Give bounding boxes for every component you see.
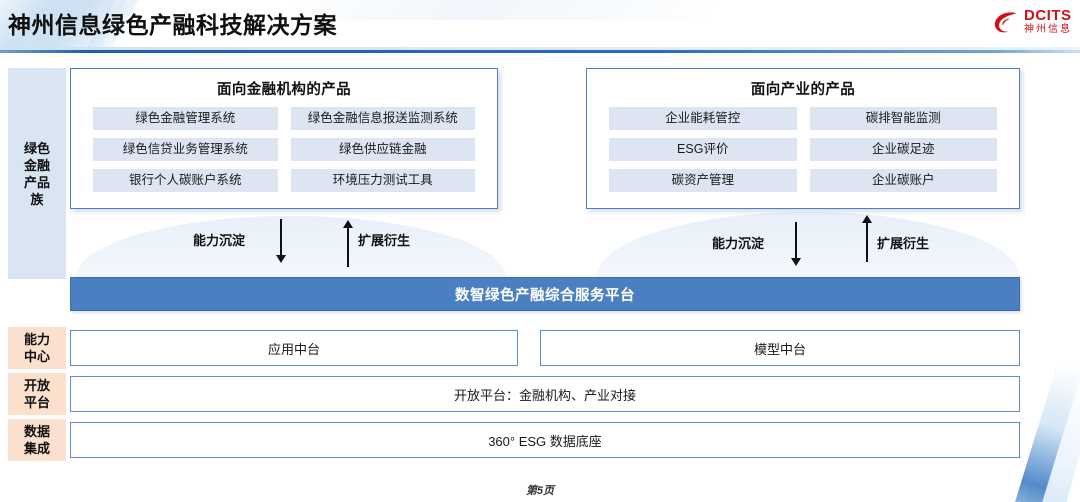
flow-label-capability-precipitation-left: 能力沉淀 (193, 233, 246, 248)
flow-arrow-up-right-line (866, 222, 868, 262)
open-platform-row[interactable]: 开放平台：金融机构、产业对接 (70, 376, 1020, 412)
panel-financial-products-title: 面向金融机构的产品 (216, 82, 352, 98)
platform-bar-label: 数智绿色产融综合服务平台 (455, 287, 635, 304)
panel-industry-products-grid: 企业能耗管控 碳排智能监测 ESG评价 企业碳足迹 碳资产管理 企业碳账户 (587, 99, 1019, 192)
logo-text-cn: 神州信息 (1024, 24, 1072, 35)
sidebar-item-open-platform-label: 开放 平台 (23, 378, 50, 410)
data-base-row[interactable]: 360° ESG 数据底座 (70, 422, 1020, 458)
product-item[interactable]: 银行个人碳账户系统 (93, 169, 278, 192)
product-item[interactable]: 企业碳足迹 (809, 138, 997, 161)
panel-industry-products: 面向产业的产品 企业能耗管控 碳排智能监测 ESG评价 企业碳足迹 碳资产管理 … (586, 68, 1020, 209)
panel-financial-products: 面向金融机构的产品 绿色金融管理系统 绿色金融信息报送监测系统 绿色信贷业务管理… (70, 68, 498, 209)
flow-label-capability-precipitation-right: 能力沉淀 (712, 236, 765, 251)
header-divider-soft (0, 47, 1080, 50)
product-item[interactable]: 碳排智能监测 (809, 107, 997, 130)
dcits-swoosh-icon (993, 10, 1019, 34)
capability-center-app-midend[interactable]: 应用中台 (70, 330, 518, 366)
page-number: 第5页 (525, 485, 555, 497)
flow-arrow-down-left-head (276, 255, 286, 263)
page-title: 神州信息绿色产融科技解决方案 (8, 12, 337, 38)
logo-text-en: DCITS (1024, 7, 1072, 24)
product-item[interactable]: 绿色信贷业务管理系统 (93, 138, 278, 161)
sidebar-item-capability-center[interactable]: 能力 中心 (8, 327, 66, 369)
flow-arrow-down-right-line (795, 222, 797, 262)
header-divider (0, 50, 1080, 53)
flow-label-expansion-derivation-right: 扩展衍生 (877, 236, 930, 251)
data-base-row-label: 360° ESG 数据底座 (488, 433, 602, 449)
logo-wordmark: DCITS 神州信息 (1024, 8, 1072, 35)
flow-label-expansion-derivation-left: 扩展衍生 (358, 233, 411, 248)
capability-center-model-midend[interactable]: 模型中台 (540, 330, 1020, 366)
slide-header: 神州信息绿色产融科技解决方案 DCITS 神州信息 (0, 0, 1080, 50)
brand-logo: DCITS 神州信息 (993, 8, 1072, 35)
product-item[interactable]: 环境压力测试工具 (290, 169, 475, 192)
sidebar-item-data-integration-label: 数据 集成 (23, 424, 50, 456)
product-item[interactable]: 绿色金融信息报送监测系统 (290, 107, 475, 130)
flow-arrow-up-left-line (347, 227, 349, 267)
flow-arrow-down-left-line (280, 219, 282, 259)
sidebar-item-open-platform[interactable]: 开放 平台 (8, 373, 66, 415)
capability-center-model-midend-label: 模型中台 (753, 341, 806, 357)
product-item[interactable]: 绿色金融管理系统 (93, 107, 278, 130)
open-platform-row-label: 开放平台：金融机构、产业对接 (453, 387, 636, 403)
flow-arrows-right: 能力沉淀 扩展衍生 (712, 215, 930, 266)
product-item[interactable]: 企业碳账户 (809, 169, 997, 192)
panel-industry-products-title: 面向产业的产品 (750, 82, 856, 98)
capability-center-app-midend-label: 应用中台 (267, 341, 320, 357)
sidebar-item-data-integration[interactable]: 数据 集成 (8, 419, 66, 461)
sidebar-item-product-family[interactable]: 绿色 金融 产品 族 (8, 68, 66, 279)
flow-arrows-left: 能力沉淀 扩展衍生 (0, 0, 520, 280)
product-item[interactable]: 企业能耗管控 (609, 107, 797, 130)
flow-arrow-up-left-head (343, 220, 353, 228)
corner-ribbon-decoration-front (1011, 361, 1080, 502)
product-item[interactable]: 绿色供应链金融 (290, 138, 475, 161)
product-item[interactable]: 碳资产管理 (609, 169, 797, 192)
panel-financial-products-grid: 绿色金融管理系统 绿色金融信息报送监测系统 绿色信贷业务管理系统 绿色供应链金融… (71, 99, 497, 192)
platform-bar[interactable]: 数智绿色产融综合服务平台 (70, 277, 1020, 311)
flow-arrow-down-right-head (791, 258, 801, 266)
flow-arrow-up-right-head (862, 215, 872, 223)
sidebar-item-product-family-label: 绿色 金融 产品 族 (23, 140, 50, 207)
sidebar-item-capability-center-label: 能力 中心 (23, 332, 50, 364)
product-item[interactable]: ESG评价 (609, 138, 797, 161)
